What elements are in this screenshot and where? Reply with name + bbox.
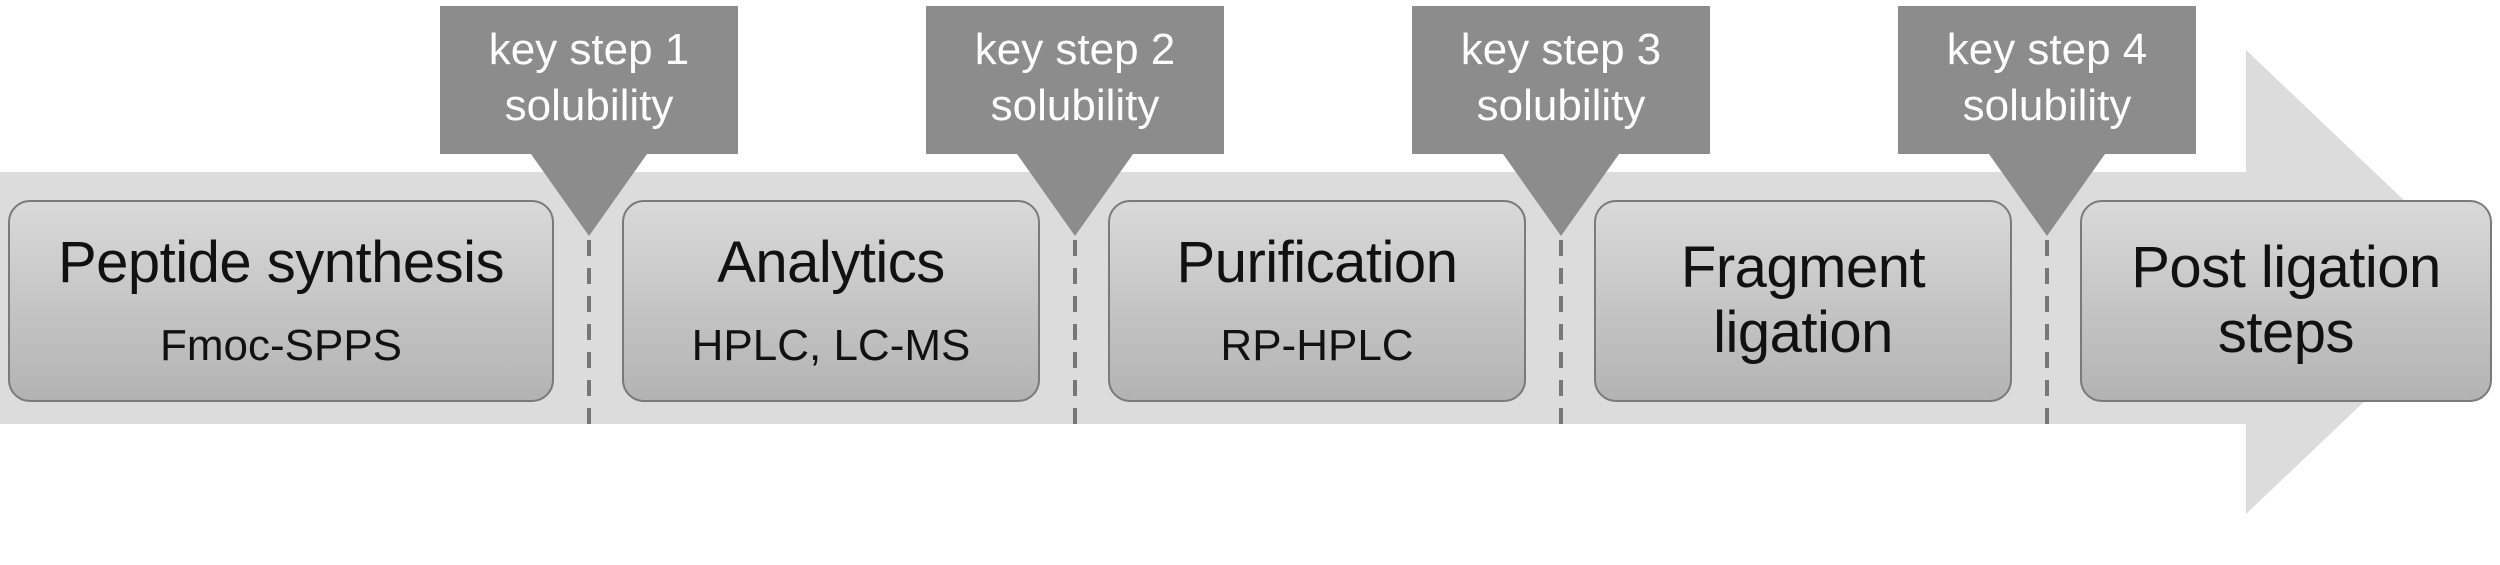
key-step-topic: solubility (1476, 81, 1646, 130)
key-step-2-callout (926, 6, 1224, 236)
key-step-callouts (440, 6, 2196, 236)
key-step-4-callout (1898, 6, 2196, 236)
key-step-topic: solubility (990, 81, 1160, 130)
stage-peptide-synthesis: Peptide synthesis Fmoc-SPPS (8, 200, 554, 402)
key-step-3-text: key step 3 solubility (1421, 22, 1701, 134)
key-step-1-callout (440, 6, 738, 236)
key-step-topic: solubility (504, 81, 674, 130)
key-step-label: key step 4 (1946, 25, 2148, 74)
key-step-label: key step 1 (488, 25, 690, 74)
key-step-4-text: key step 4 solubility (1907, 22, 2187, 134)
stage-subtitle: RP-HPLC (1220, 321, 1414, 371)
stage-purification: Purification RP-HPLC (1108, 200, 1526, 402)
key-step-topic: solubility (1962, 81, 2132, 130)
stage-dividers (587, 240, 2049, 424)
stage-title: Purification (1176, 230, 1458, 296)
stage-title: Analytics (717, 230, 945, 296)
stage-title: Peptide synthesis (57, 230, 505, 296)
key-step-label: key step 3 (1460, 25, 1662, 74)
key-step-3-callout (1412, 6, 1710, 236)
stage-analytics: Analytics HPLC, LC-MS (622, 200, 1040, 402)
stage-subtitle: HPLC, LC-MS (691, 321, 971, 371)
key-step-1-text: key step 1 solubility (449, 22, 729, 134)
stage-subtitle: Fmoc-SPPS (159, 321, 403, 371)
key-step-2-text: key step 2 solubility (935, 22, 1215, 134)
key-step-label: key step 2 (974, 25, 1176, 74)
